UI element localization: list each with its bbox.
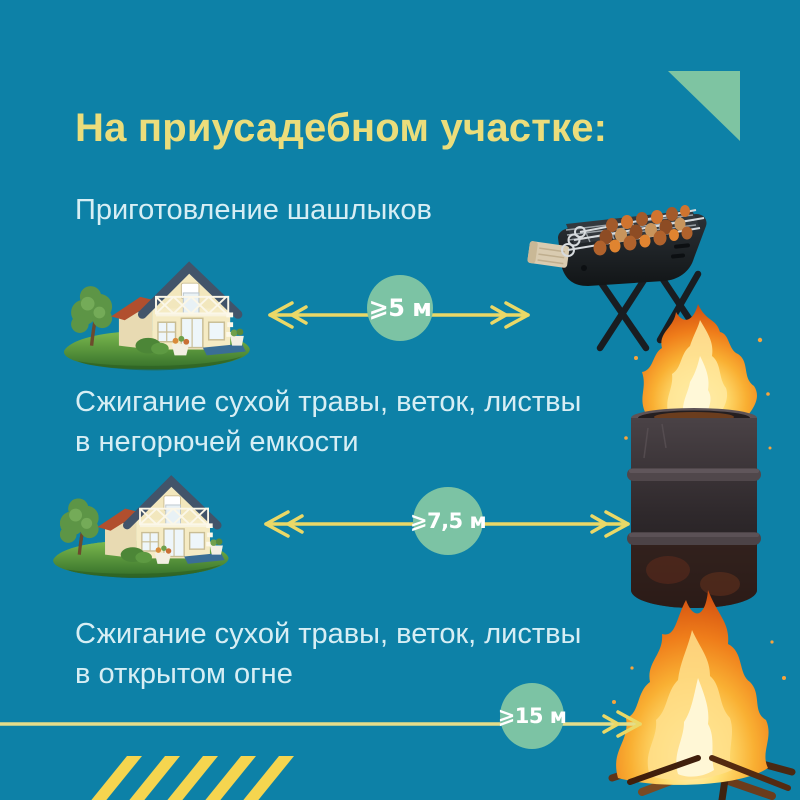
section3-label: Сжигание сухой травы, веток, листвы в от… — [75, 614, 581, 694]
distance-badge-2-label: ⩾7,5 м — [409, 509, 487, 533]
section2-label-line1: Сжигание сухой травы, веток, листвы — [75, 386, 582, 418]
hazard-stripes-icon — [88, 756, 308, 800]
distance-badge-3-label: ⩾15 м — [497, 704, 567, 728]
house-icon — [63, 261, 250, 371]
section3-label-line2: в открытом огне — [75, 658, 293, 690]
burning-barrel-icon — [624, 304, 772, 608]
section2-label-line2: в негорючей емкости — [75, 426, 359, 458]
distance-badge-1-label: ⩾5 м — [368, 294, 432, 322]
section1-label-line1: Приготовление шашлыков — [75, 194, 432, 226]
distance-badge-1: ⩾5 м — [367, 275, 433, 341]
distance-badge-2: ⩾7,5 м — [409, 487, 487, 555]
section3-label-line1: Сжигание сухой травы, веток, листвы — [75, 618, 582, 650]
barbecue-grill-icon — [527, 205, 707, 352]
page-title: На приусадебном участке: — [75, 106, 608, 150]
house-icon — [48, 475, 232, 580]
bonfire-icon — [608, 590, 796, 800]
distance-badge-3: ⩾15 м — [497, 683, 567, 749]
section2-label: Сжигание сухой травы, веток, листвы в не… — [75, 382, 581, 462]
section1-label: Приготовление шашлыков — [75, 190, 432, 230]
